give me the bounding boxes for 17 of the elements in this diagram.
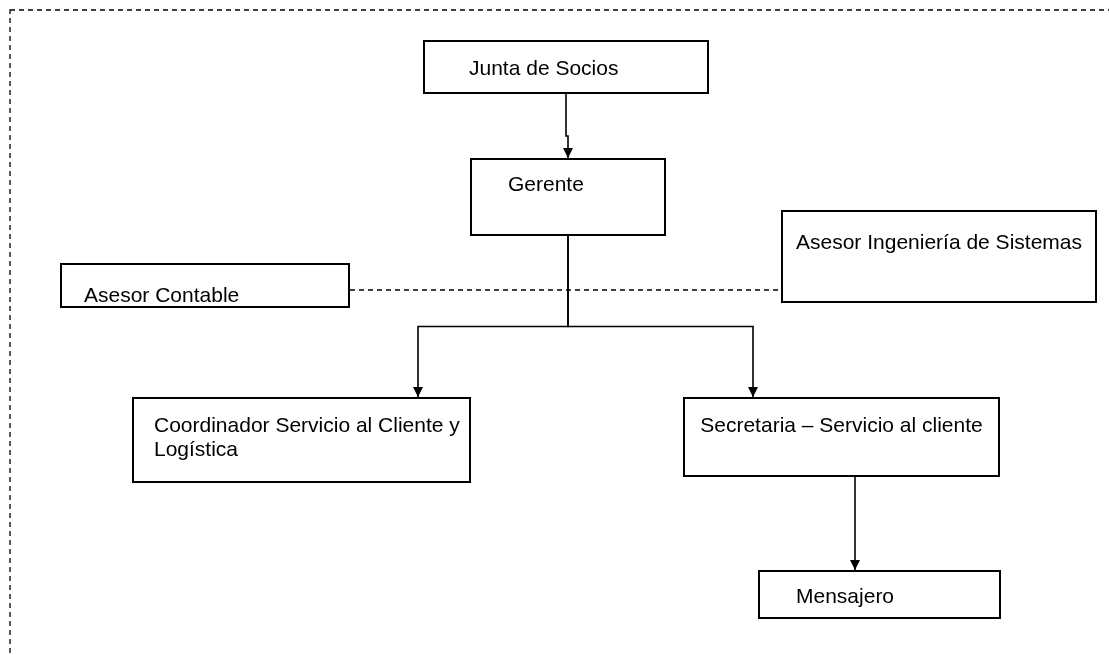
org-box (470, 158, 666, 236)
arrow (567, 235, 758, 398)
box-label: Secretaria – Servicio al cliente (699, 413, 984, 437)
org-box (758, 570, 1001, 619)
box-label: Asesor Ingeniería de Sistemas (795, 230, 1083, 254)
box-label: Gerente (508, 172, 585, 196)
org-box (60, 263, 350, 308)
box-label: Mensajero (796, 584, 896, 608)
box-label: Coordinador Servicio al Cliente y Logística (154, 413, 461, 461)
arrow (850, 476, 860, 571)
org-box (132, 397, 471, 483)
box-label: Asesor Contable (84, 283, 241, 307)
arrow (563, 93, 573, 159)
org-box (423, 40, 709, 94)
box-label: Junta de Socios (469, 56, 620, 80)
org-box (781, 210, 1097, 303)
org-box (683, 397, 1000, 477)
